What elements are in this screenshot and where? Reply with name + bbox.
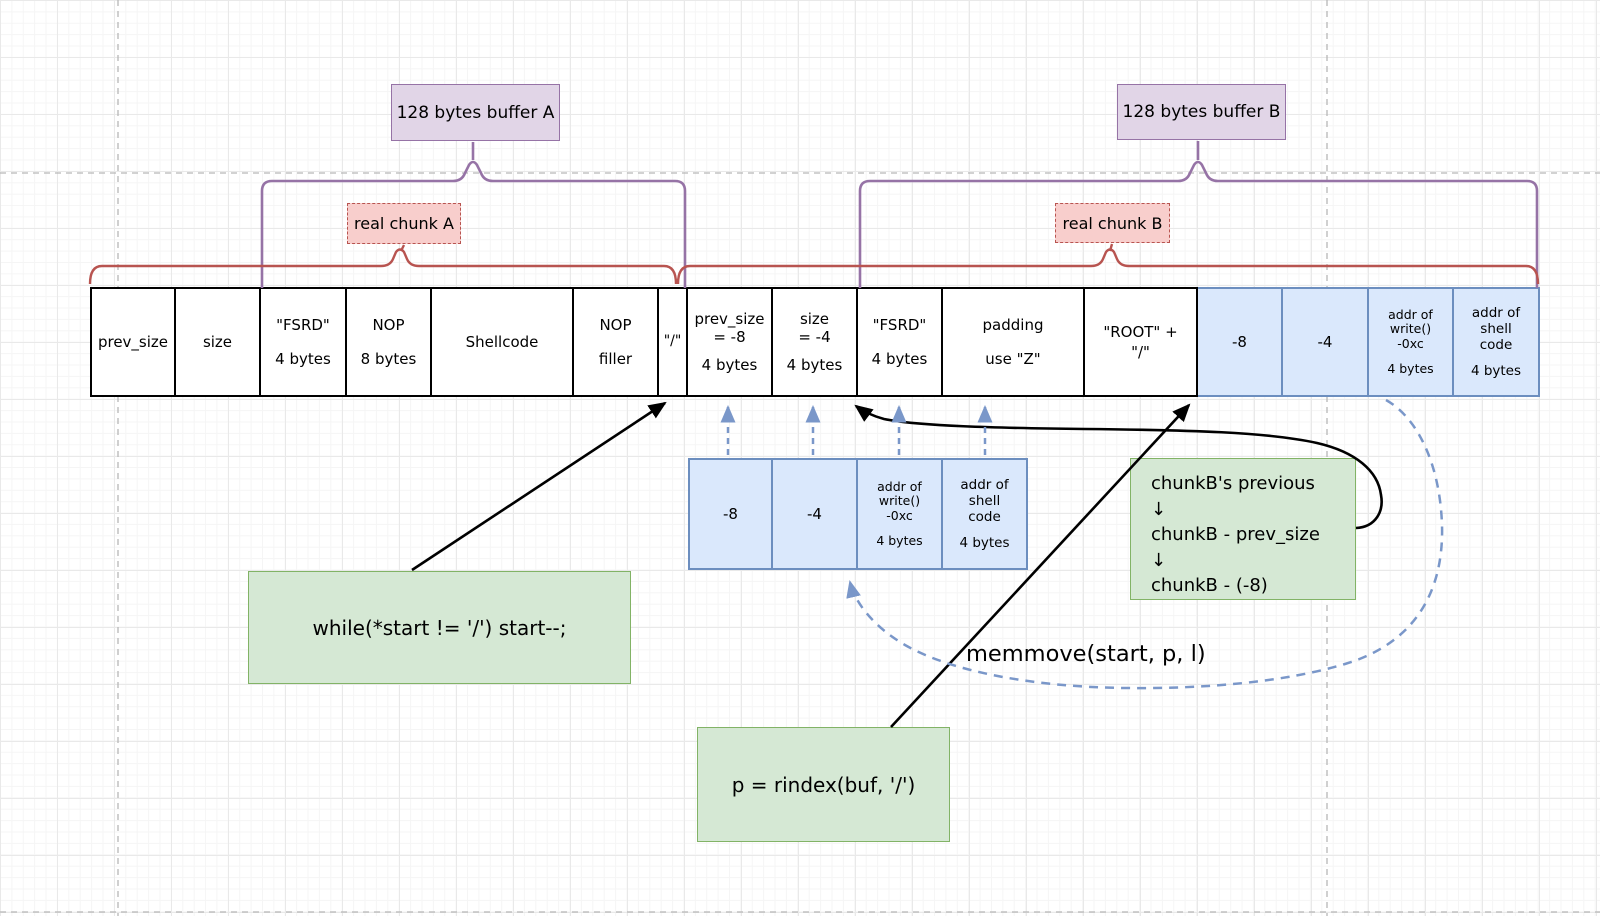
cell-text: 4 bytes xyxy=(1470,363,1522,380)
cell-shellcode: Shellcode xyxy=(432,287,574,397)
fake-cell-addr-write: addr of write() -0xc 4 bytes xyxy=(858,458,943,570)
buffer-b-brace xyxy=(858,160,1539,288)
chunkb-note-line: chunkB - prev_size xyxy=(1151,524,1320,545)
chunkb-note-box: chunkB's previous ↓ chunkB - prev_size ↓… xyxy=(1130,458,1356,600)
buffer-b-label-box: 128 bytes buffer B xyxy=(1117,84,1286,140)
cell-text: -8 xyxy=(1232,332,1247,351)
cell-text: padding xyxy=(982,316,1044,335)
fake-cell-addr-shellcode: addr of shell code 4 bytes xyxy=(943,458,1028,570)
buffer-a-brace xyxy=(260,160,687,288)
buffer-a-label: 128 bytes buffer A xyxy=(396,102,555,123)
cell-text: -0xc xyxy=(886,508,913,523)
cell-text: size xyxy=(799,309,830,328)
cell-text: shell xyxy=(1480,320,1512,337)
real-chunk-b-label: real chunk B xyxy=(1062,213,1163,233)
memmove-label: memmove(start, p, l) xyxy=(966,641,1206,667)
chunk-a-brace xyxy=(88,248,678,285)
cell-text: addr of xyxy=(1471,304,1521,321)
cell-text: write() xyxy=(878,493,921,509)
cell-fake-prev-size: prev_size = -8 4 bytes xyxy=(688,287,773,397)
cell-text: size xyxy=(202,332,233,351)
cell-text: 4 bytes xyxy=(876,532,923,548)
cell-text: 4 bytes xyxy=(275,349,331,368)
cell-fsrd-b: "FSRD" 4 bytes xyxy=(858,287,943,397)
chunk-b-stem xyxy=(1108,243,1114,252)
buffer-a-label-box: 128 bytes buffer A xyxy=(391,84,560,141)
cell-text: "ROOT" + xyxy=(1103,322,1178,341)
chunkb-note-line: chunkB - (-8) xyxy=(1151,575,1268,596)
chunk-b-brace xyxy=(676,248,1540,285)
cell-text: 4 bytes xyxy=(959,535,1010,552)
chunkb-note-line: chunkB's previous xyxy=(1151,473,1315,494)
cell-text: NOP xyxy=(372,316,405,335)
cell-addr-write: addr of write() -0xc 4 bytes xyxy=(1369,287,1454,397)
cell-text: NOP xyxy=(599,316,632,335)
down-arrow-glyph: ↓ xyxy=(1151,498,1167,520)
cell-text: 4 bytes xyxy=(786,356,843,375)
cell-text: -0xc xyxy=(1397,336,1424,351)
cell-neg8: -8 xyxy=(1198,287,1283,397)
cell-text: write() xyxy=(1389,321,1432,337)
cell-neg4: -4 xyxy=(1283,287,1369,397)
cell-text: addr of xyxy=(960,476,1009,493)
cell-text: -8 xyxy=(723,504,738,523)
cell-size: size xyxy=(176,287,261,397)
fake-chunk-box: -8 -4 addr of write() -0xc 4 bytes addr … xyxy=(688,458,1028,570)
fake-cell-neg4: -4 xyxy=(773,458,858,570)
fake-cell-neg8: -8 xyxy=(688,458,773,570)
arrow-while-to-slash xyxy=(411,401,667,572)
cell-fake-size: size = -4 4 bytes xyxy=(773,287,858,397)
cell-text: "FSRD" xyxy=(276,316,330,335)
cell-text: -4 xyxy=(807,504,822,523)
rindex-code-box: p = rindex(buf, '/') xyxy=(697,727,950,842)
cell-text: prev_size xyxy=(97,332,169,351)
cell-text: 4 bytes xyxy=(1387,360,1434,376)
cell-text: addr of xyxy=(1388,306,1433,322)
cell-text: = -8 xyxy=(713,327,746,346)
cell-root-slash: "ROOT" + "/" xyxy=(1085,287,1198,397)
cell-nop-8bytes: NOP 8 bytes xyxy=(347,287,432,397)
cell-text: use "Z" xyxy=(985,349,1041,368)
cell-padding: padding use "Z" xyxy=(943,287,1085,397)
cell-text: "FSRD" xyxy=(872,316,927,335)
cell-text: = -4 xyxy=(798,327,831,346)
memory-row: prev_size size "FSRD" 4 bytes NOP 8 byte… xyxy=(90,287,1540,397)
cell-text: "/" xyxy=(663,333,682,350)
cell-text: 4 bytes xyxy=(701,356,758,375)
cell-fsrd-a: "FSRD" 4 bytes xyxy=(261,287,347,397)
while-code-box: while(*start != '/') start--; xyxy=(248,571,631,684)
cell-text: code xyxy=(1479,337,1513,353)
cell-text: 4 bytes xyxy=(871,349,928,368)
chunk-a-stem xyxy=(399,244,406,252)
cell-text: 8 bytes xyxy=(360,349,417,368)
cell-text: shell xyxy=(968,492,1001,509)
cell-text: "/" xyxy=(1131,343,1150,361)
cell-prev-size: prev_size xyxy=(90,287,176,397)
rindex-code-text: p = rindex(buf, '/') xyxy=(731,772,916,797)
down-arrow-glyph: ↓ xyxy=(1151,549,1167,571)
while-code-text: while(*start != '/') start--; xyxy=(312,615,567,640)
cell-addr-shellcode: addr of shell code 4 bytes xyxy=(1454,287,1540,397)
real-chunk-b-label-box: real chunk B xyxy=(1055,203,1170,243)
real-chunk-a-label: real chunk A xyxy=(354,214,454,233)
cell-text: code xyxy=(968,509,1001,525)
real-chunk-a-label-box: real chunk A xyxy=(347,203,461,244)
cell-text: addr of xyxy=(877,478,922,494)
cell-text: prev_size xyxy=(694,309,765,328)
cell-text: -4 xyxy=(1317,332,1333,351)
buffer-b-label: 128 bytes buffer B xyxy=(1122,102,1281,122)
cell-nop-filler: NOP filler xyxy=(574,287,659,397)
cell-slash: "/" xyxy=(659,287,688,397)
cell-text: Shellcode xyxy=(465,332,539,351)
cell-text: filler xyxy=(598,349,633,368)
